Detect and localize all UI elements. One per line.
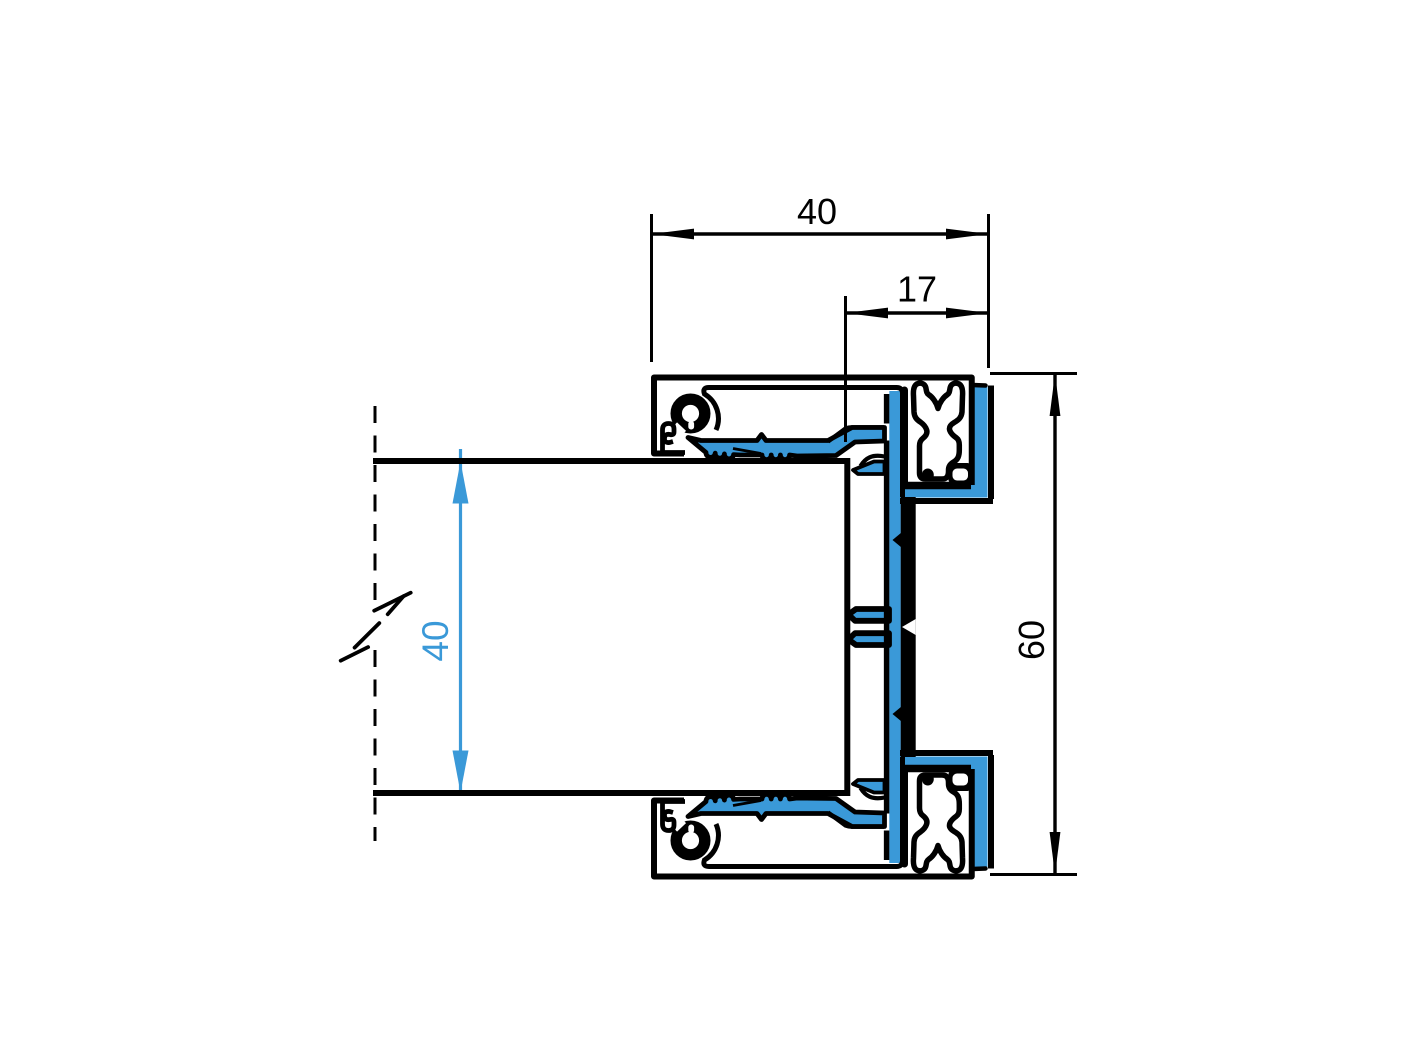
svg-text:40: 40	[797, 191, 837, 232]
svg-text:60: 60	[1011, 620, 1052, 660]
svg-text:40: 40	[415, 620, 456, 661]
svg-text:17: 17	[897, 269, 937, 310]
